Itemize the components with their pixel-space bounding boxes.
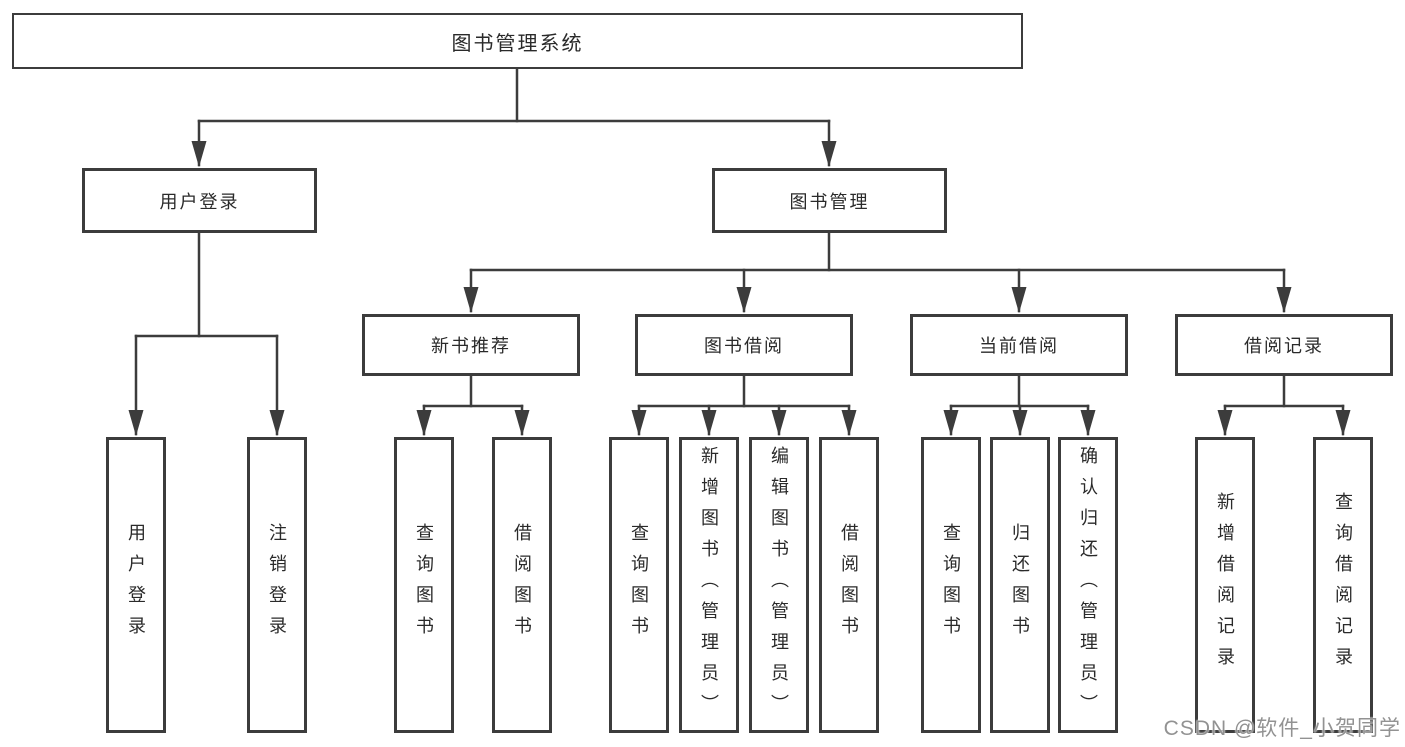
connector-book-borrowing-children xyxy=(631,374,857,436)
node-borrow-books-recommend: 借阅图书 xyxy=(492,437,552,733)
node-query-borrow-record: 查询借阅记录 xyxy=(1313,437,1373,733)
csdn-watermark: CSDN @软件_小贺同学 xyxy=(1163,717,1401,740)
node-user-login-leaf: 用户登录 xyxy=(106,437,166,733)
node-add-books-admin: 新增图书（管理员） xyxy=(679,437,739,733)
connector-root-to-level2 xyxy=(191,67,837,167)
node-book-management: 图书管理 xyxy=(712,168,947,233)
connector-user-login-children xyxy=(128,231,285,436)
node-edit-books-admin: 编辑图书（管理员） xyxy=(749,437,809,733)
node-user-login: 用户登录 xyxy=(82,168,317,233)
node-confirm-return-admin: 确认归还（管理员） xyxy=(1058,437,1118,733)
node-borrow-records: 借阅记录 xyxy=(1175,314,1393,376)
node-book-borrowing: 图书借阅 xyxy=(635,314,853,376)
node-logout-leaf: 注销登录 xyxy=(247,437,307,733)
node-query-books-current: 查询图书 xyxy=(921,437,981,733)
connector-book-management-children xyxy=(463,231,1292,313)
node-return-books: 归还图书 xyxy=(990,437,1050,733)
node-current-borrowing: 当前借阅 xyxy=(910,314,1128,376)
node-library-system: 图书管理系统 xyxy=(12,13,1023,69)
node-query-books-recommend: 查询图书 xyxy=(394,437,454,733)
node-borrow-books-leaf: 借阅图书 xyxy=(819,437,879,733)
node-add-borrow-record: 新增借阅记录 xyxy=(1195,437,1255,733)
node-new-book-recommend: 新书推荐 xyxy=(362,314,580,376)
node-query-books-borrowing: 查询图书 xyxy=(609,437,669,733)
connector-borrow-records-children xyxy=(1217,374,1351,436)
connector-current-borrowing-children xyxy=(943,374,1096,436)
connector-new-book-recommend-children xyxy=(416,374,530,436)
